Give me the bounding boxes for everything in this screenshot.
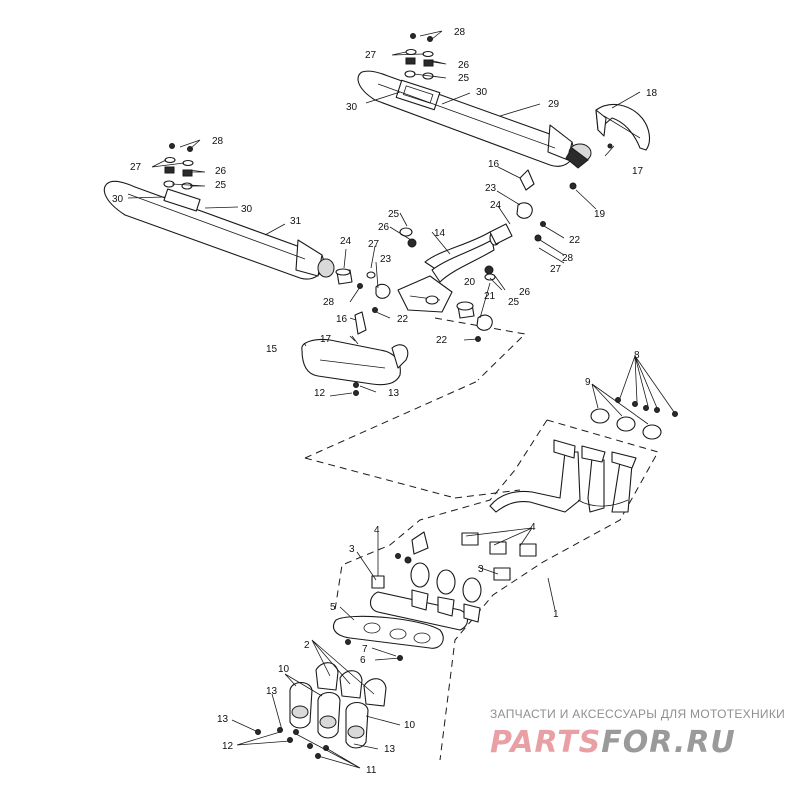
label-4: 4: [374, 525, 380, 536]
label-13: 13: [217, 714, 229, 725]
label-13: 13: [388, 388, 400, 399]
label-27: 27: [365, 50, 377, 61]
label-25: 25: [388, 209, 400, 220]
label-26: 26: [215, 166, 227, 177]
label-15: 15: [266, 344, 278, 355]
label-22: 22: [436, 335, 448, 346]
label-27: 27: [130, 162, 142, 173]
label-25: 25: [458, 73, 470, 84]
label-28: 28: [454, 27, 466, 38]
label-30: 30: [112, 194, 124, 205]
label-10: 10: [404, 720, 416, 731]
label-1: 1: [553, 609, 559, 620]
exhaust-gaskets-9: [590, 397, 678, 440]
muffler-bracket-18: [595, 103, 651, 151]
label-19: 19: [594, 209, 606, 220]
label-8: 8: [634, 350, 640, 361]
label-18: 18: [646, 88, 658, 99]
label-4: 4: [530, 522, 536, 533]
label-26: 26: [519, 287, 531, 298]
muffler-right: [357, 70, 592, 169]
label-26: 26: [458, 60, 470, 71]
leader-lines: [127, 30, 675, 769]
watermark-brand-right: FOR.RU: [601, 725, 736, 760]
label-22: 22: [569, 235, 581, 246]
label-28: 28: [562, 253, 574, 264]
label-20: 20: [464, 277, 476, 288]
front-pipe-15: [301, 338, 409, 386]
label-12: 12: [314, 388, 326, 399]
dashed-outline-header-group: [334, 419, 659, 761]
sleeves-and-clamps: [335, 169, 535, 335]
label-30: 30: [476, 87, 488, 98]
label-16: 16: [336, 314, 348, 325]
label-12: 12: [222, 741, 234, 752]
label-24: 24: [340, 236, 352, 247]
label-3: 3: [349, 544, 355, 555]
header-pipes-1: [489, 439, 637, 513]
muffler-left: [103, 180, 335, 280]
label-5: 5: [330, 602, 336, 613]
manifold-assembly: [332, 531, 537, 661]
watermark-brand-left: PARTS: [490, 725, 601, 760]
label-2: 2: [304, 640, 310, 651]
label-30: 30: [241, 204, 253, 215]
exhaust-sleeves-10: [255, 681, 369, 759]
label-17: 17: [632, 166, 644, 177]
dashed-outline-muffler-link: [304, 317, 527, 499]
label-16: 16: [488, 159, 500, 170]
label-22: 22: [397, 314, 409, 325]
label-17: 17: [320, 334, 332, 345]
label-13: 13: [266, 686, 278, 697]
label-23: 23: [485, 183, 497, 194]
label-25: 25: [215, 180, 227, 191]
label-30: 30: [346, 102, 358, 113]
label-7: 7: [362, 644, 368, 655]
label-27: 27: [368, 239, 380, 250]
label-28: 28: [212, 136, 224, 147]
label-26: 26: [378, 222, 390, 233]
label-9: 9: [585, 377, 591, 388]
watermark-brand: PARTSFOR.RU: [490, 725, 736, 760]
label-31: 31: [290, 216, 302, 227]
hardware-fasteners: [163, 33, 613, 396]
label-23: 23: [380, 254, 392, 265]
label-21: 21: [484, 291, 496, 302]
label-13: 13: [384, 744, 396, 755]
label-29: 29: [548, 99, 560, 110]
label-25: 25: [508, 297, 520, 308]
label-14: 14: [434, 228, 446, 239]
part-number-labels: 1 2 3 3 4 4 5 6 7 8 9 10 10 11 12 12 13 …: [112, 27, 658, 776]
label-10: 10: [278, 664, 290, 675]
label-24: 24: [490, 200, 502, 211]
label-11: 11: [366, 765, 377, 776]
label-27: 27: [550, 264, 562, 275]
label-3: 3: [478, 564, 484, 575]
watermark-tagline: ЗАПЧАСТИ И АКСЕССУАРЫ ДЛЯ МОТОТЕХНИКИ: [490, 707, 785, 721]
heat-shields-2: [315, 662, 387, 707]
label-6: 6: [360, 655, 366, 666]
site-watermark: ЗАПЧАСТИ И АКСЕССУАРЫ ДЛЯ МОТОТЕХНИКИ PA…: [490, 707, 785, 760]
label-28: 28: [323, 297, 335, 308]
